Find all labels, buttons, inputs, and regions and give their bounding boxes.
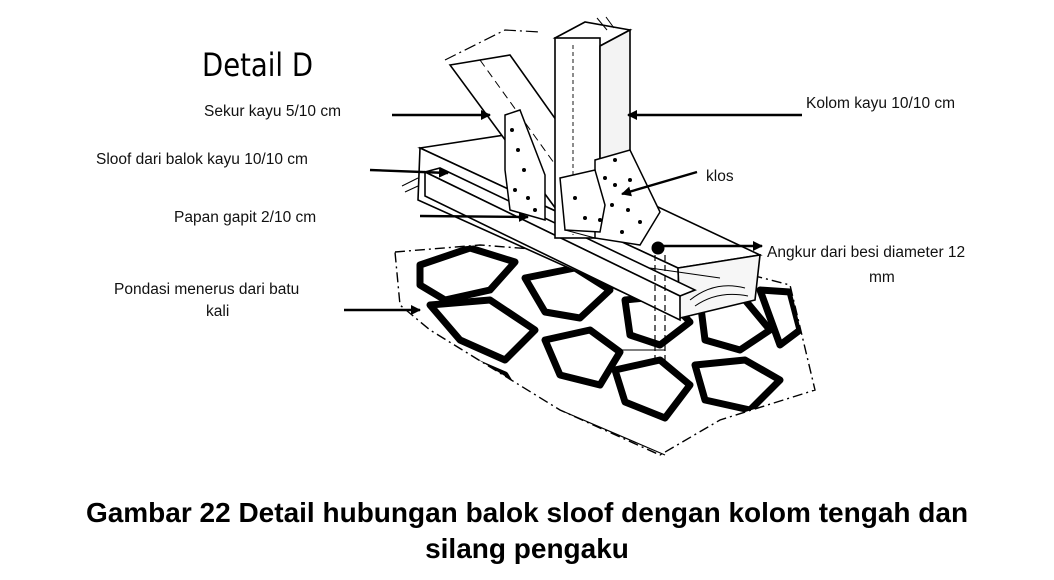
caption-line-2: silang pengaku xyxy=(425,533,629,564)
label-angkur-1: Angkur dari besi diameter 12 xyxy=(767,244,966,261)
caption-line-1: Gambar 22 Detail hubungan balok sloof de… xyxy=(85,497,969,528)
klos-blocks xyxy=(559,149,661,246)
label-klos: klos xyxy=(706,168,734,185)
bolt-dots xyxy=(510,128,642,234)
arrow-sloof xyxy=(369,167,449,178)
arrow-klos xyxy=(621,170,698,197)
arrow-papan xyxy=(419,211,529,222)
label-sekur: Sekur kayu 5/10 cm xyxy=(204,103,341,120)
label-pondasi-2: kali xyxy=(206,303,230,320)
sekur-plate xyxy=(504,109,546,221)
angkur-anchor xyxy=(620,241,721,365)
label-sloof: Sloof dari balok kayu 10/10 cm xyxy=(96,151,308,168)
detail-title: Detail D xyxy=(202,46,314,84)
label-pondasi-1: Pondasi menerus dari batu xyxy=(114,281,300,298)
label-kolom: Kolom kayu 10/10 cm xyxy=(806,95,956,112)
label-papan: Papan gapit 2/10 cm xyxy=(174,209,317,226)
label-angkur-2: mm xyxy=(869,269,895,286)
figure-caption: Gambar 22 Detail hubungan balok sloof de… xyxy=(0,495,1054,567)
leader-arrows xyxy=(344,110,802,315)
